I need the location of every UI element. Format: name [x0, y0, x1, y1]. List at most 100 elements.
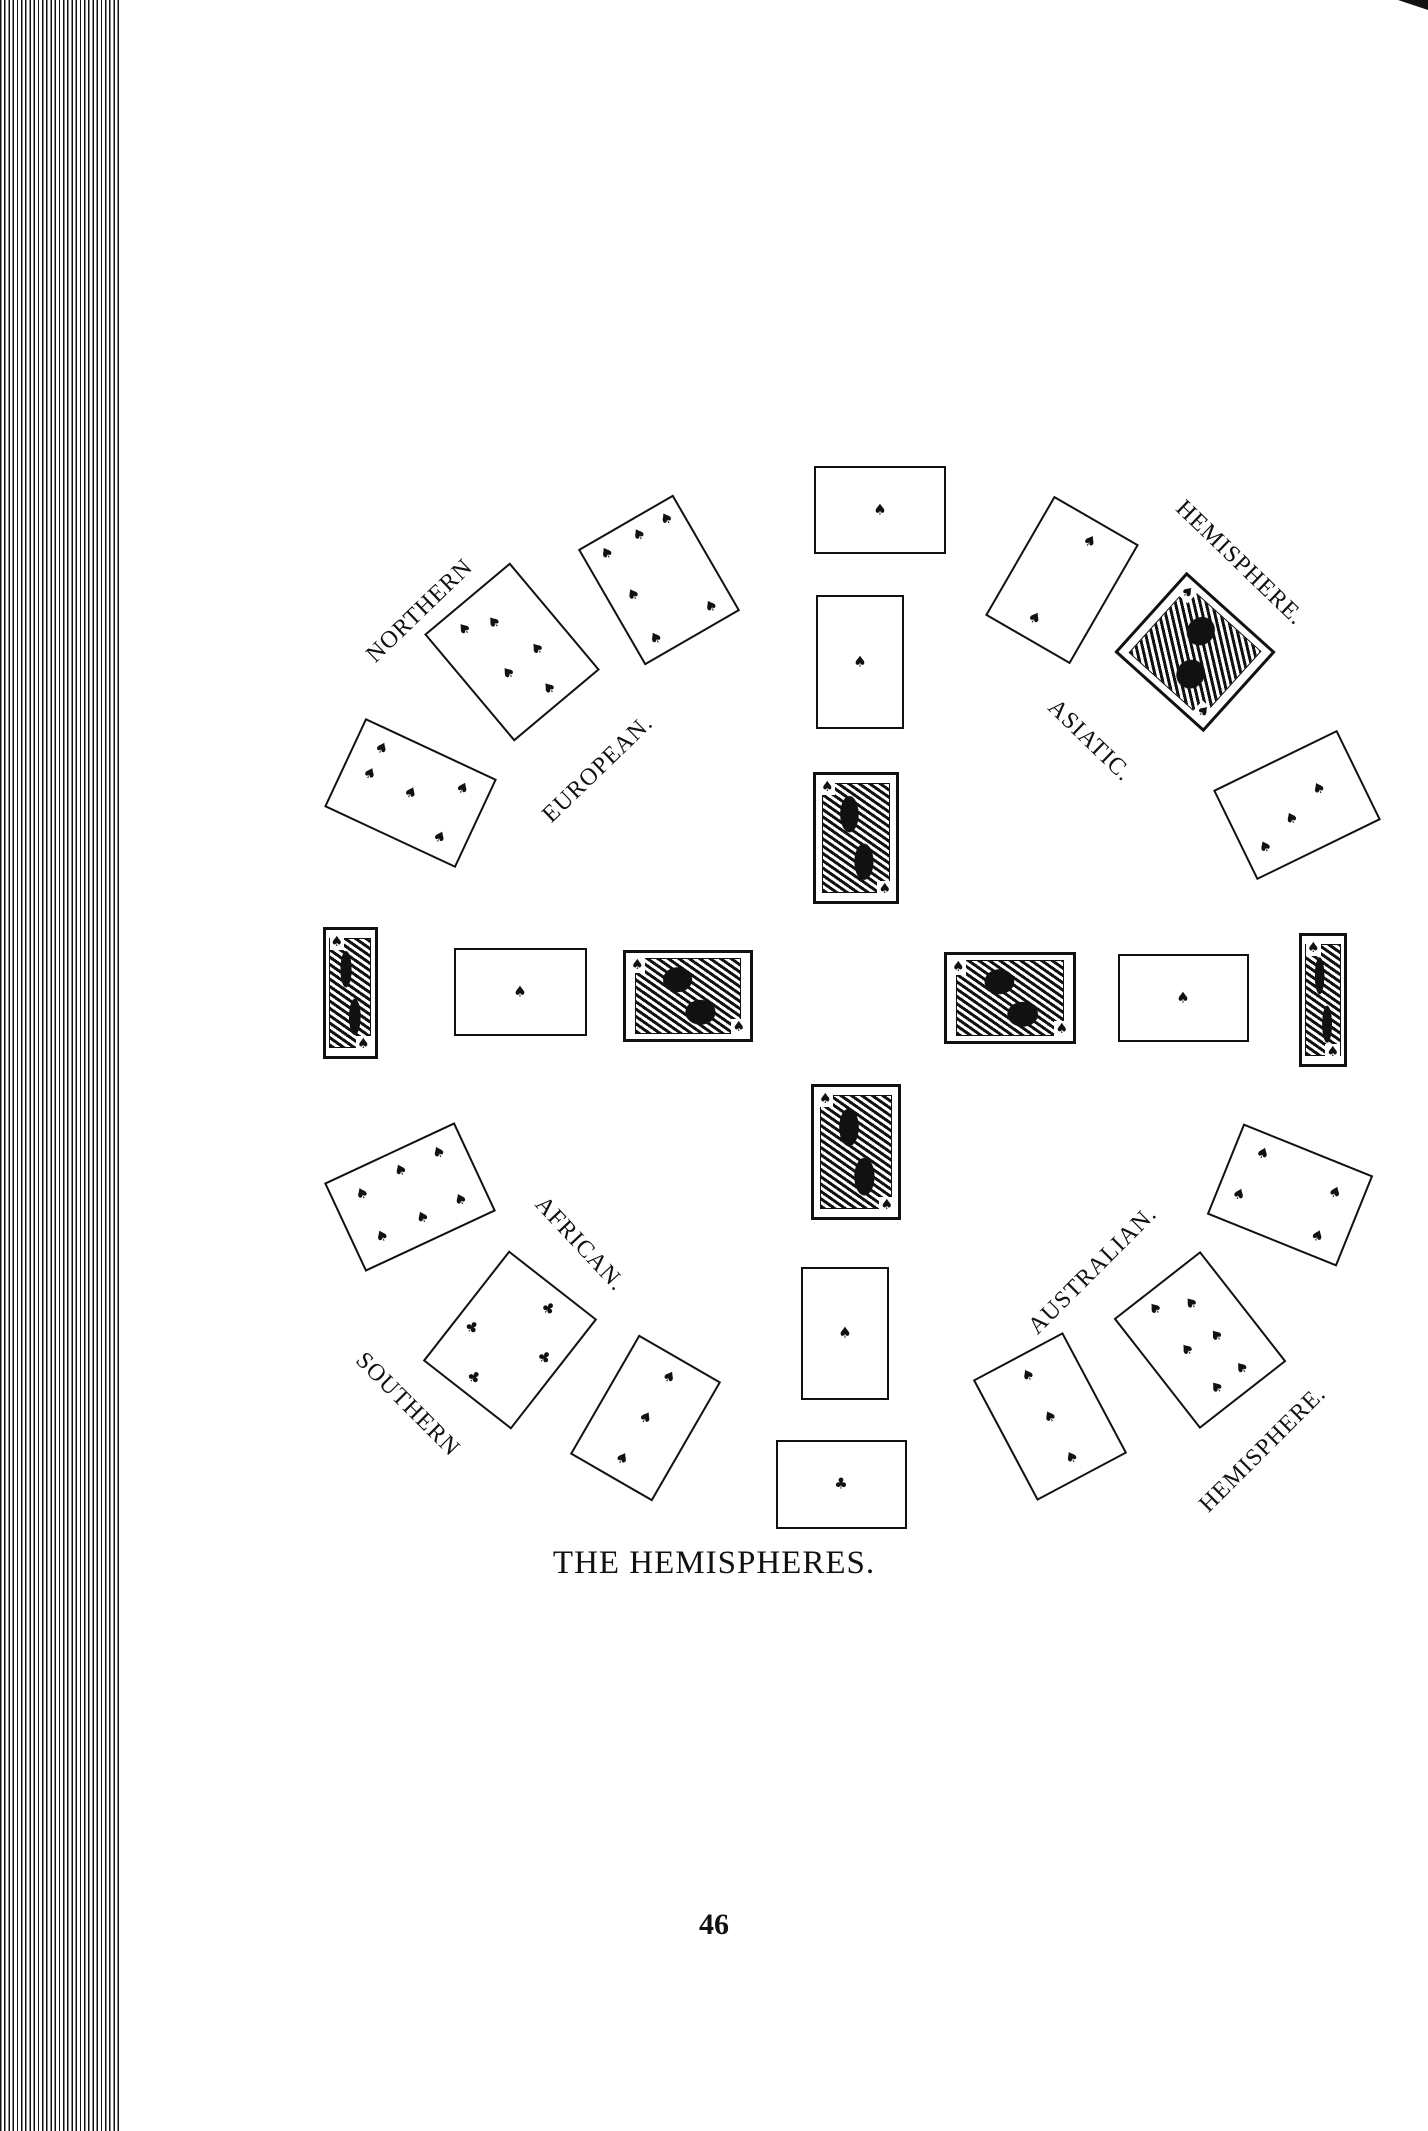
spade-icon: ♠	[538, 676, 560, 699]
spade-icon: ♠	[611, 1447, 633, 1470]
spade-icon: ♠	[355, 1036, 371, 1052]
label-european: EUROPEAN.	[537, 709, 659, 828]
spade-icon: ♠	[412, 1205, 433, 1228]
spade-icon: ♠	[1325, 1181, 1345, 1204]
spade-icon: ♠	[371, 736, 392, 759]
spade-icon: ♠	[1024, 606, 1046, 629]
playing-card-pip: ♠	[814, 466, 946, 554]
playing-card-pip: ♠♠♠♠	[1206, 1123, 1374, 1267]
playing-card-pip: ♠♠♠	[1213, 729, 1381, 881]
book-spine-edge	[0, 0, 122, 2131]
spade-icon: ♠	[634, 1406, 656, 1429]
court-figure	[1128, 585, 1262, 719]
spade-icon: ♠	[655, 507, 677, 530]
club-icon: ♣	[834, 1474, 848, 1493]
spade-icon: ♠	[1229, 1183, 1249, 1205]
playing-card-court: ♠♠	[322, 927, 378, 1059]
playing-card-pip: ♠♠♠♠♠♠	[1113, 1250, 1287, 1430]
court-figure	[955, 960, 1065, 1036]
playing-card-pip: ♠♠♠♠♠♠	[324, 1122, 496, 1272]
spade-icon: ♠	[1253, 1142, 1273, 1164]
playing-card-pip: ♠♠♠	[569, 1334, 721, 1502]
spade-icon: ♠	[1308, 777, 1329, 800]
spade-icon: ♠	[428, 1141, 449, 1164]
spade-icon: ♠	[1079, 530, 1101, 553]
spade-icon: ♠	[731, 1019, 746, 1035]
spade-icon: ♠	[1255, 835, 1276, 858]
spade-icon: ♠	[818, 1091, 833, 1107]
spade-icon: ♠	[1205, 1375, 1228, 1399]
playing-card-pip: ♠♠♠	[972, 1331, 1128, 1501]
spade-icon: ♠	[497, 661, 519, 684]
spade-icon: ♠	[879, 1197, 894, 1213]
spade-icon: ♠	[400, 781, 421, 804]
spade-icon: ♠	[359, 762, 380, 785]
spade-icon: ♠	[645, 627, 667, 650]
spade-icon: ♠	[630, 957, 645, 973]
spade-icon: ♠	[429, 826, 450, 849]
spade-icon: ♠	[452, 776, 473, 799]
spade-icon: ♠	[513, 982, 527, 1001]
playing-card-pip: ♠	[453, 948, 587, 1036]
spade-icon: ♠	[1054, 1021, 1069, 1037]
spade-icon: ♠	[1176, 1338, 1198, 1361]
spade-icon: ♠	[596, 541, 617, 564]
spade-icon: ♠	[450, 1187, 471, 1210]
spade-icon: ♠	[1325, 1044, 1340, 1060]
spade-icon: ♠	[1205, 1323, 1228, 1347]
playing-card-court: ♠♠	[1114, 571, 1276, 733]
playing-card-court: ♠♠	[813, 772, 899, 904]
spade-icon: ♠	[1039, 1404, 1060, 1427]
figure-caption: THE HEMISPHERES.	[552, 1545, 876, 1581]
spade-icon: ♠	[1306, 940, 1321, 956]
playing-card-pip: ♠	[1117, 954, 1249, 1042]
playing-card-pip: ♠♠	[985, 495, 1139, 665]
playing-card-pip: ♣ ♣ ♣ ♣	[422, 1250, 598, 1430]
spade-icon: ♠	[853, 652, 867, 671]
spade-icon: ♠	[483, 610, 505, 634]
playing-card-court: ♠♠	[944, 952, 1076, 1044]
spade-icon: ♠	[951, 959, 966, 975]
spade-icon: ♠	[838, 1323, 852, 1342]
spade-icon: ♠	[1176, 988, 1190, 1007]
spade-icon: ♠	[658, 1365, 680, 1389]
spade-icon: ♠	[877, 881, 892, 897]
spade-icon: ♠	[628, 522, 649, 546]
court-figure	[634, 958, 742, 1034]
label-asiatic: ASIATIC.	[1042, 694, 1137, 787]
playing-card-pip: ♠	[816, 595, 904, 729]
playing-card-pip: ♣	[775, 1439, 907, 1529]
playing-card-pip: ♠♠♠♠♠♠	[577, 494, 741, 666]
spade-icon: ♠	[453, 617, 476, 641]
club-icon: ♣	[463, 1365, 486, 1389]
playing-card-court: ♠♠	[1299, 933, 1347, 1067]
spade-icon: ♠	[371, 1224, 392, 1247]
spade-icon: ♠	[873, 500, 887, 519]
spade-icon: ♠	[329, 934, 345, 950]
court-figure	[819, 1094, 893, 1210]
spade-icon: ♠	[1230, 1356, 1253, 1379]
spade-icon: ♠	[1307, 1225, 1328, 1247]
club-icon: ♣	[533, 1346, 556, 1369]
spade-icon: ♠	[700, 595, 722, 618]
playing-card-pip: ♠	[801, 1266, 889, 1400]
spade-icon: ♠	[820, 779, 835, 795]
spade-icon: ♠	[1180, 1291, 1203, 1315]
playing-card-pip: ♠ ♠ ♠ ♠ ♠	[323, 717, 497, 869]
court-figure	[1304, 943, 1342, 1057]
spade-icon: ♠	[1144, 1297, 1167, 1320]
playing-card-court: ♠♠	[623, 950, 753, 1042]
playing-card-court: ♠♠	[811, 1084, 901, 1220]
club-icon: ♣	[537, 1297, 559, 1320]
club-icon: ♣	[461, 1315, 483, 1339]
corner-mark	[1398, 0, 1428, 10]
spade-icon: ♠	[351, 1181, 372, 1204]
spade-icon: ♠	[1061, 1445, 1082, 1468]
spade-icon: ♠	[622, 583, 644, 606]
spade-icon: ♠	[1017, 1363, 1039, 1386]
spade-icon: ♠	[1281, 806, 1302, 829]
court-figure	[821, 782, 891, 894]
page-number: 46	[699, 1908, 729, 1941]
spade-icon: ♠	[390, 1158, 411, 1181]
spade-icon: ♠	[526, 636, 548, 660]
